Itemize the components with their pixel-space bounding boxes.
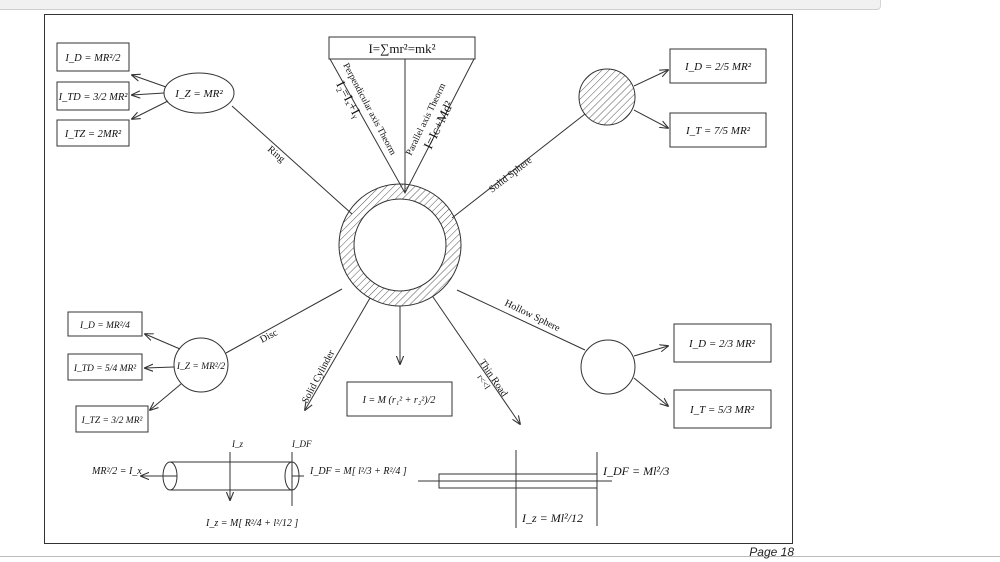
annular-disc-box bbox=[346, 381, 453, 417]
hollow-sphere-branch: Hollow Sphere I_D = 2/3 MR² I_T = 5/3 MR… bbox=[456, 289, 772, 429]
thin-rod-iz-formula: I_z = Ml²/12 bbox=[521, 511, 583, 525]
disc-itz-formula: I_TZ = 3/2 MR² bbox=[81, 416, 143, 426]
hollow-sphere-it-formula: I_T = 5/3 MR² bbox=[689, 404, 755, 416]
annular-disc-branch: I = M (r₁² + r₂²)/2 bbox=[346, 306, 453, 417]
inertia-definition-formula: I=∑mr²=mk² bbox=[368, 41, 435, 56]
thin-rod-idf-formula: I_DF = Ml²/3 bbox=[602, 464, 669, 478]
disc-branch: Disc I_Z = MR²/2 I_D = MR²/4 I_TD = 5/4 … bbox=[67, 288, 343, 433]
hollow-sphere-id-formula: I_D = 2/3 MR² bbox=[688, 338, 756, 350]
solid-sphere-it-formula: I_T = 7/5 MR² bbox=[685, 125, 751, 137]
hollow-sphere-box-it bbox=[673, 389, 772, 429]
inertia-definition-box bbox=[328, 36, 476, 60]
ring-box-itd bbox=[56, 81, 130, 111]
disc-box-itd bbox=[67, 353, 143, 381]
ring-iz-formula: I_Z = MR² bbox=[174, 88, 223, 100]
ring-box-itz bbox=[56, 119, 130, 147]
solid-sphere-box-it bbox=[669, 112, 767, 148]
disc-box-itz bbox=[75, 405, 149, 433]
solid-sphere-id-formula: I_D = 2/5 MR² bbox=[684, 61, 752, 73]
solid-sphere-shape bbox=[578, 68, 636, 126]
cylinder-ix-formula: MR²/2 = I_x bbox=[91, 466, 142, 477]
page-number: Page 18 bbox=[749, 545, 794, 559]
disc-circle bbox=[173, 337, 229, 393]
disc-itd-formula: I_TD = 5/4 MR² bbox=[73, 364, 136, 374]
disc-iz-formula: I_Z = MR²/2 bbox=[176, 362, 226, 372]
thin-rod-branch: Thin Road r<<l I_DF = Ml²/3 I_z = Ml²/12 bbox=[418, 296, 669, 528]
theorem-triangle: I=∑mr²=mk² Perpendicular axis Theorm I₂=… bbox=[328, 36, 476, 195]
disc-id-formula: I_D = MR²/4 bbox=[79, 321, 130, 331]
page-divider bbox=[0, 556, 1000, 557]
disc-box-id bbox=[67, 311, 143, 337]
ring-itd-formula: I_TD = 3/2 MR² bbox=[58, 92, 129, 103]
ring-box-id bbox=[56, 42, 130, 72]
cylinder-body bbox=[170, 461, 292, 491]
center-annulus bbox=[338, 183, 462, 307]
cylinder-idf-formula: I_DF = M[ l²/3 + R²/4 ] bbox=[309, 466, 407, 477]
cylinder-iz-formula: I_z = M[ R²/4 + l²/12 ] bbox=[205, 518, 298, 529]
ring-branch: Ring I_Z = MR² I_D = MR²/2 I_TD = 3/2 MR… bbox=[56, 42, 353, 215]
cylinder-idf-label: I_DF bbox=[291, 439, 312, 449]
solid-sphere-label: Solid Sphere bbox=[487, 155, 535, 196]
ring-itz-formula: I_TZ = 2MR² bbox=[64, 129, 122, 140]
solid-cylinder-label: Solid Cylinder bbox=[300, 348, 338, 406]
solid-sphere-box-id bbox=[669, 48, 767, 84]
annular-disc-formula: I = M (r₁² + r₂²)/2 bbox=[362, 395, 436, 406]
hollow-sphere-shape bbox=[580, 339, 636, 395]
ring-id-formula: I_D = MR²/2 bbox=[64, 53, 121, 64]
browser-top-bar bbox=[0, 0, 881, 10]
cylinder-iz-label: I_z bbox=[231, 439, 243, 449]
solid-sphere-branch: Solid Sphere I_D = 2/5 MR² I_T = 7/5 MR² bbox=[451, 48, 767, 219]
ring-label: Ring bbox=[265, 144, 287, 165]
hollow-sphere-box-id bbox=[673, 323, 772, 363]
disc-label: Disc bbox=[258, 327, 280, 346]
